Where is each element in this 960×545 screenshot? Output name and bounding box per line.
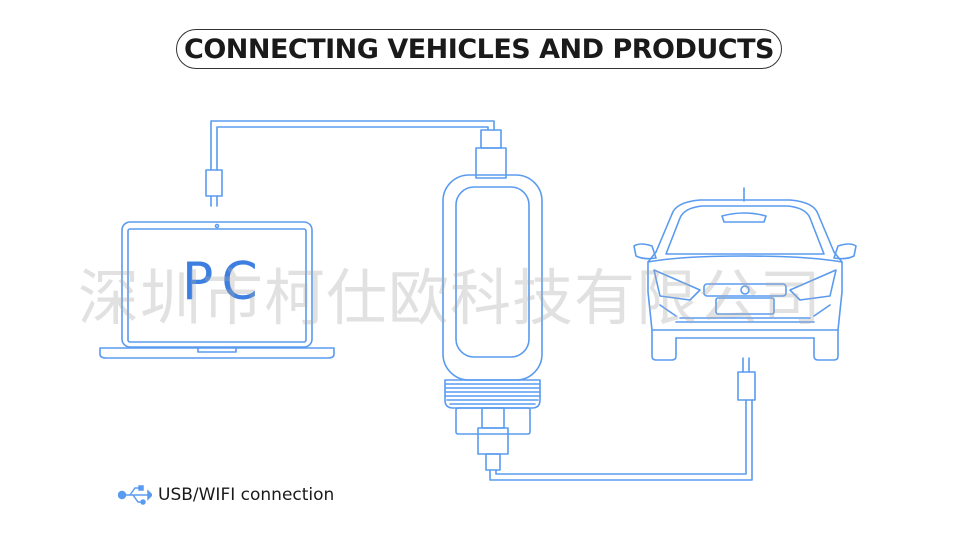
- usb-icon: [118, 485, 152, 505]
- title-pill: CONNECTING VEHICLES AND PRODUCTS: [176, 29, 782, 69]
- legend-label: USB/WIFI connection: [158, 485, 335, 505]
- cable-device-to-car: [489, 357, 756, 481]
- diagram-title: CONNECTING VEHICLES AND PRODUCTS: [184, 33, 774, 65]
- cable-pc-to-device: [205, 120, 507, 207]
- car-icon: [633, 187, 857, 361]
- laptop-icon: [99, 221, 335, 359]
- obd-device-icon: [442, 174, 543, 471]
- legend: USB/WIFI connection: [118, 484, 334, 506]
- pc-screen-label: PC: [182, 252, 266, 312]
